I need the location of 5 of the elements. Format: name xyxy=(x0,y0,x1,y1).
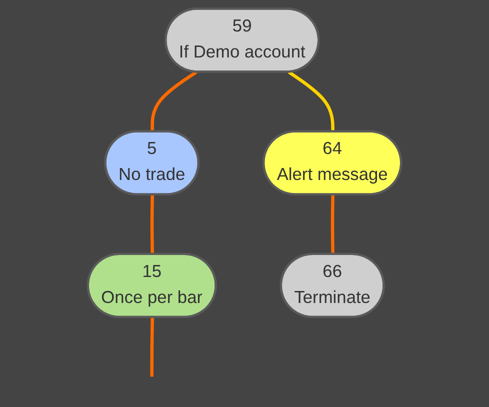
connector xyxy=(150,194,154,255)
connector xyxy=(330,194,334,255)
connector xyxy=(150,70,198,132)
connector xyxy=(150,317,154,377)
connector xyxy=(288,70,334,132)
